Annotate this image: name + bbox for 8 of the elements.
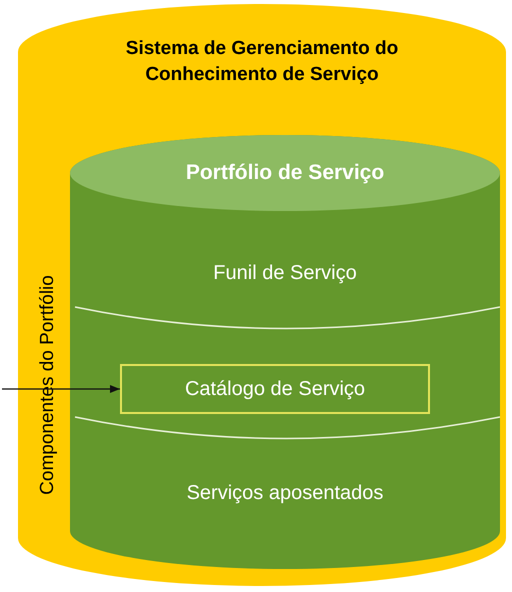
layer-text: Catálogo de Serviço — [184, 377, 366, 402]
title-text: Sistema de Gerenciamento do Conhecimento de Serviço — [124, 37, 400, 87]
vertical-label: Componentes do Portfólio — [36, 274, 59, 497]
arrow — [2, 385, 120, 393]
section-title: Portfólio de Serviço — [184, 160, 386, 186]
layer-text: Serviços aposentados — [186, 481, 384, 506]
layer-text: Funil de Serviço — [213, 261, 357, 286]
highlight-box — [120, 364, 430, 414]
